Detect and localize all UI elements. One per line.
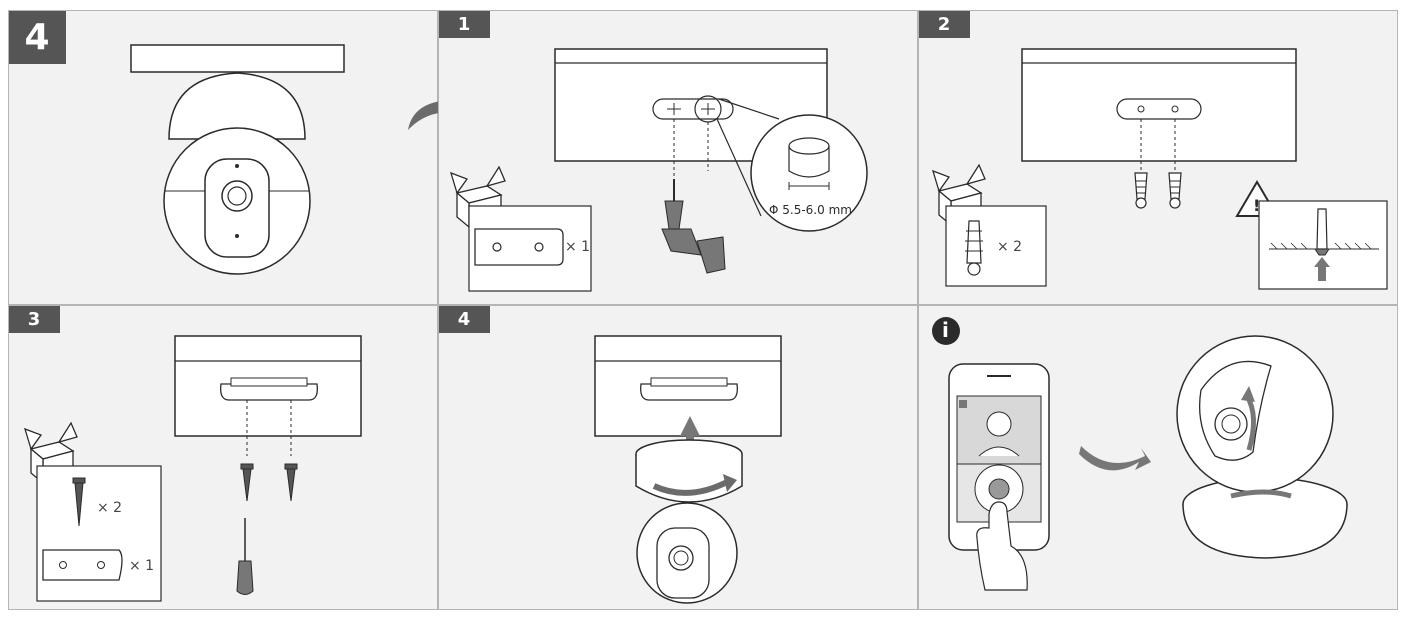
- app-control-illustration: [948, 335, 1348, 591]
- overview-panel: 4: [8, 10, 438, 305]
- plate-quantity-label: × 1: [129, 558, 155, 574]
- drill-panel: 1: [438, 10, 918, 305]
- plate-quantity-label: × 1: [565, 239, 591, 255]
- screws-illustration: [24, 335, 362, 602]
- step-badge-mount: 4: [439, 306, 490, 333]
- step-badge-main: 4: [9, 11, 66, 64]
- hole-size-label: Φ 5.5-6.0 mm: [769, 203, 852, 217]
- step-badge-anchors: 2: [919, 11, 970, 38]
- info-panel: i: [918, 305, 1398, 610]
- mount-panel: 4: [438, 305, 918, 610]
- screws-panel: 3 × 2 × 1: [8, 305, 438, 610]
- drill-illustration: [450, 48, 868, 292]
- warning-symbol: !: [1253, 196, 1261, 215]
- mount-illustration: [594, 335, 782, 604]
- step-badge-drill: 1: [439, 11, 490, 38]
- screw-quantity-label: × 2: [97, 500, 123, 516]
- info-symbol: i: [942, 318, 949, 342]
- ceiling-camera-illustration: [130, 44, 345, 275]
- anchors-panel: 2: [918, 10, 1398, 305]
- anchors-illustration: [932, 48, 1388, 290]
- info-circle-icon: [932, 317, 960, 345]
- step-badge-screws: 3: [9, 306, 60, 333]
- anchor-quantity-label: × 2: [997, 239, 1023, 255]
